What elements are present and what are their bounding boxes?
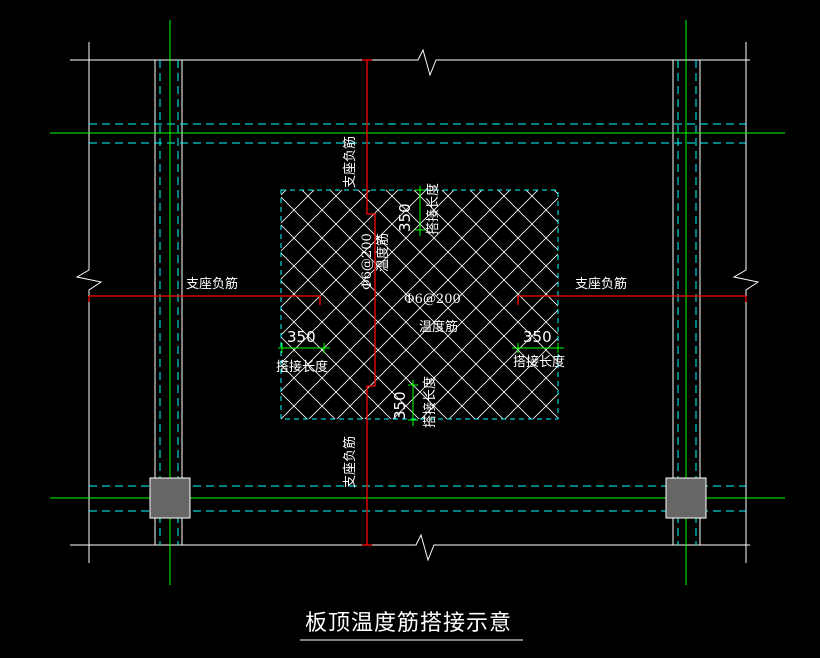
label-lap-left: 搭接长度 — [276, 359, 328, 375]
label-lap-bottom: 搭接长度 — [422, 376, 438, 428]
label-temp-spec: Φ6@200 — [404, 292, 461, 307]
drawing-title: 板顶温度筋搭接示意 — [305, 611, 512, 636]
column-right — [665, 477, 707, 519]
label-temp-spec-vertical: Φ6@200 — [360, 233, 375, 290]
column-left — [149, 477, 191, 519]
label-temp-rebar: 温度筋 — [419, 319, 458, 335]
label-support-bottom: 支座负筋 — [342, 436, 358, 488]
slab-outline — [70, 42, 760, 563]
lap-dims — [278, 186, 564, 426]
beam-edges — [89, 60, 746, 545]
dim-right: 350 — [523, 328, 552, 346]
dim-top: 350 — [396, 203, 414, 232]
label-lap-top: 搭接长度 — [425, 183, 441, 235]
label-temp-rebar-vertical: 温度筋 — [375, 233, 391, 272]
dim-bottom: 350 — [391, 391, 409, 420]
label-support-left: 支座负筋 — [186, 276, 238, 292]
label-lap-right: 搭接长度 — [513, 354, 565, 370]
dim-left: 350 — [287, 328, 316, 346]
rebar-lines — [88, 59, 747, 546]
label-support-right: 支座负筋 — [575, 276, 627, 292]
label-support-top: 支座负筋 — [342, 136, 358, 188]
